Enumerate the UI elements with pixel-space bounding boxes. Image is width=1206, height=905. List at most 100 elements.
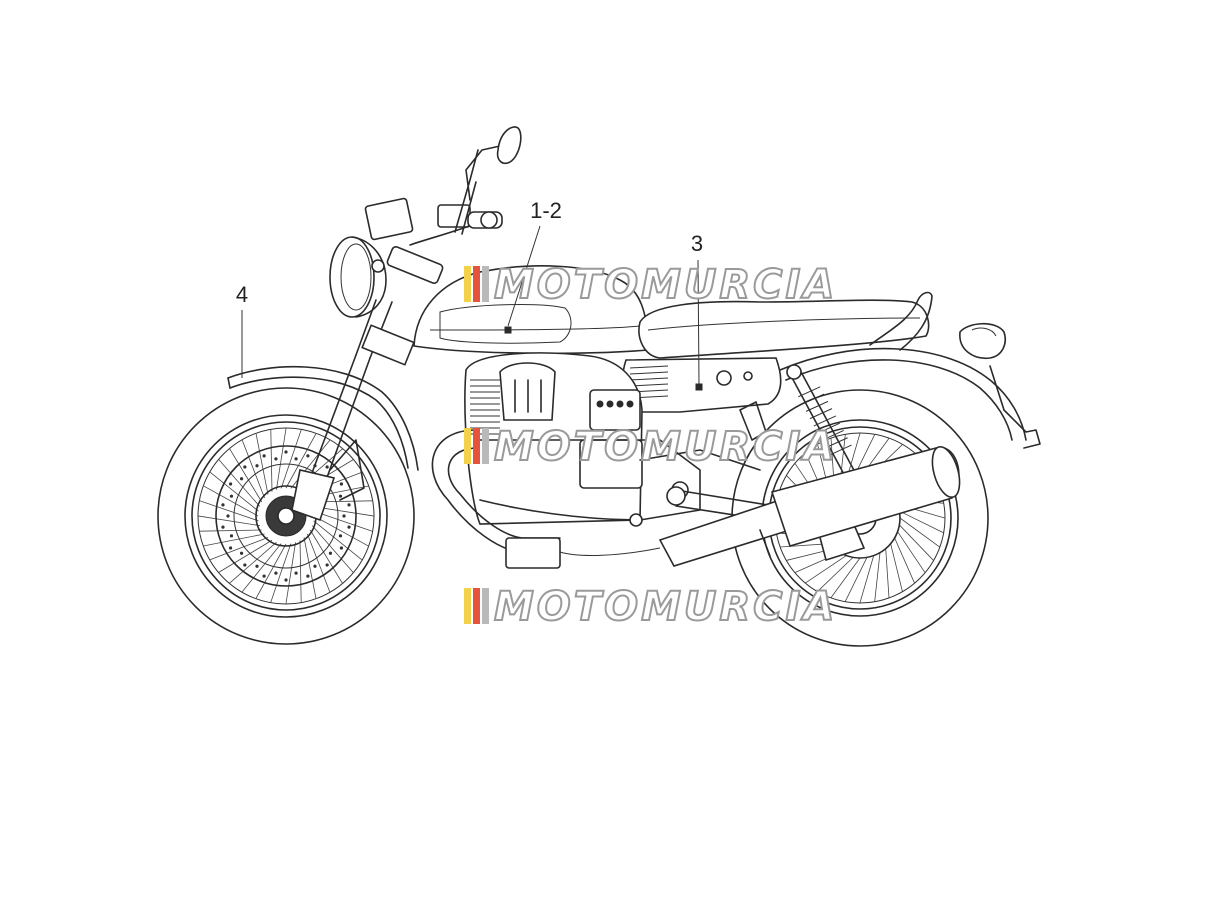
disc-hole	[239, 477, 244, 481]
spring-coil	[825, 437, 848, 449]
spring-coil	[821, 430, 844, 441]
watermark-logo: MOTOMURCIA	[464, 261, 837, 309]
silencer	[559, 445, 961, 567]
disc-hole	[226, 514, 230, 518]
spoke	[313, 510, 373, 532]
disc-hole	[306, 454, 310, 458]
spoke	[218, 459, 260, 507]
spoke	[307, 533, 331, 593]
watermark-stripe	[473, 428, 480, 464]
exhaust-header	[431, 429, 561, 569]
tail-light	[959, 322, 1006, 359]
disc-hole	[228, 546, 233, 550]
callout-front-mudguard-decal: 4	[236, 282, 248, 378]
disc-hole	[221, 525, 225, 529]
spoke	[203, 533, 265, 547]
disc-hole	[328, 551, 333, 555]
disc-hole	[325, 465, 329, 469]
spoke	[890, 543, 903, 592]
spring-coil	[817, 422, 841, 434]
spoke	[209, 471, 259, 512]
watermark-stripe	[464, 588, 471, 624]
spring-coil	[829, 444, 852, 456]
spoke	[805, 555, 847, 584]
spoke	[897, 531, 926, 573]
disc-hole	[284, 578, 288, 582]
watermark-text: MOTOMURCIA	[494, 424, 837, 470]
watermark-logo: MOTOMURCIA	[464, 423, 837, 471]
disc-hole	[339, 482, 344, 486]
handlebar-assembly	[364, 149, 503, 273]
mirror	[465, 126, 522, 201]
spoke	[218, 539, 273, 573]
disc-hole	[243, 563, 247, 567]
spoke	[309, 529, 343, 584]
disc-hole	[294, 571, 298, 575]
spoke	[229, 542, 277, 584]
spoke	[859, 555, 875, 604]
watermark-text: MOTOMURCIA	[494, 584, 837, 630]
spoke	[844, 557, 868, 602]
watermark-stripe	[464, 266, 471, 302]
watermark-stripe	[473, 588, 480, 624]
spoke	[199, 529, 262, 532]
callout-side-panel-decal: 3	[691, 231, 703, 385]
disc-hole	[325, 563, 329, 567]
spoke	[285, 542, 296, 605]
disc-hole	[229, 494, 234, 498]
disc-hole	[228, 482, 233, 486]
spoke	[899, 510, 944, 534]
callout-label-side-panel-decal: 3	[691, 231, 703, 256]
watermark-stripe	[482, 266, 489, 302]
spring-coil	[805, 400, 829, 412]
watermark-stripe	[473, 266, 480, 302]
footpeg	[739, 401, 771, 557]
callout-tank-decal: 1-2	[507, 198, 562, 327]
front-wheel	[157, 387, 415, 645]
spoke	[276, 427, 287, 490]
spring-coil	[797, 386, 821, 398]
grab-rail	[869, 291, 933, 351]
disc-hole	[284, 450, 288, 454]
spring-coil	[813, 415, 837, 427]
spoke	[830, 557, 861, 599]
callout-label-tank-decal: 1-2	[530, 198, 562, 223]
spoke	[313, 515, 369, 547]
spoke	[255, 433, 269, 495]
watermark-logo: MOTOMURCIA	[464, 583, 837, 631]
spoke	[270, 429, 273, 492]
spoke	[285, 433, 317, 489]
disc-hole	[262, 574, 266, 578]
spoke	[255, 543, 287, 599]
spoke	[199, 500, 259, 522]
spoke	[899, 524, 934, 561]
disc-hole	[306, 574, 310, 578]
spoke	[280, 429, 302, 489]
spring-coil	[809, 408, 833, 420]
panel-fin	[629, 371, 669, 375]
spoke	[312, 525, 354, 573]
engine	[464, 352, 761, 527]
headlight	[329, 236, 387, 318]
spoke	[303, 537, 317, 599]
rear-mudguard	[779, 347, 1041, 449]
spoke	[270, 543, 292, 603]
disc-hole	[347, 525, 351, 529]
disc-hole	[342, 514, 346, 518]
disc-hole	[255, 464, 259, 468]
watermark-stripe	[464, 428, 471, 464]
spoke	[894, 537, 915, 584]
side-panel	[621, 357, 782, 413]
spoke	[299, 540, 302, 603]
disc-hole	[229, 534, 234, 538]
disc-hole	[347, 503, 351, 507]
spoke	[209, 537, 269, 561]
watermark-text: MOTOMURCIA	[494, 262, 837, 308]
callout-label-front-mudguard-decal: 4	[236, 282, 248, 307]
disc-hole	[239, 551, 244, 555]
spoke	[899, 517, 941, 548]
disc-hole	[255, 564, 259, 568]
disc-hole	[339, 546, 344, 550]
disc-hole	[243, 465, 247, 469]
